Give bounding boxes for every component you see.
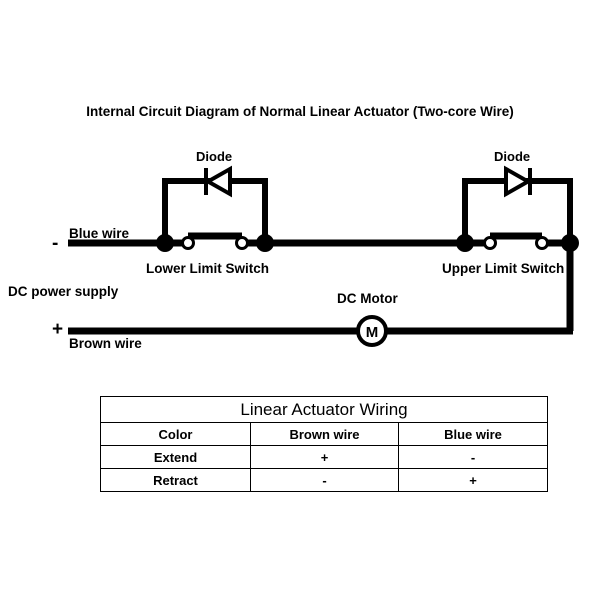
row-retract-blue: + xyxy=(397,468,549,492)
negative-terminal-sign: - xyxy=(52,233,59,254)
table-row: Retract - + xyxy=(100,468,549,492)
junction-dot-upper-left xyxy=(456,234,474,252)
dc-motor-letter: M xyxy=(366,324,379,341)
row-extend-label: Extend xyxy=(100,445,251,469)
upper-switch-contact-left xyxy=(483,236,497,250)
brown-wire-label: Brown wire xyxy=(69,336,142,351)
diode-right-label: Diode xyxy=(494,149,531,164)
table-title-row: Linear Actuator Wiring xyxy=(99,396,549,423)
table-header-brown-wire: Brown wire xyxy=(250,422,399,446)
page-title: Internal Circuit Diagram of Normal Linea… xyxy=(86,104,514,119)
lower-switch-contact-left xyxy=(181,236,195,250)
table-title: Linear Actuator Wiring xyxy=(99,396,549,423)
table-header-blue-wire: Blue wire xyxy=(397,422,549,446)
table-row: Extend + - xyxy=(100,445,549,469)
positive-terminal-sign: + xyxy=(52,319,64,340)
row-retract-label: Retract xyxy=(100,468,251,492)
junction-dot-lower-left xyxy=(156,234,174,252)
junction-dot-lower-right xyxy=(256,234,274,252)
lower-limit-switch-label: Lower Limit Switch xyxy=(146,261,270,276)
upper-switch-contact-right xyxy=(535,236,549,250)
table-header-row: Color Brown wire Blue wire xyxy=(100,422,549,446)
table-header-color: Color xyxy=(100,422,251,446)
row-retract-brown: - xyxy=(250,468,399,492)
dc-motor-label: DC Motor xyxy=(337,291,398,306)
diode-right-symbol xyxy=(504,165,533,198)
diode-left-label: Diode xyxy=(196,149,233,164)
row-extend-blue: - xyxy=(397,445,549,469)
upper-limit-switch-label: Upper Limit Switch xyxy=(442,261,565,276)
dc-power-supply-label: DC power supply xyxy=(8,284,119,299)
dc-motor-symbol xyxy=(356,315,388,347)
diode-left-symbol xyxy=(203,165,232,198)
blue-wire-label: Blue wire xyxy=(69,226,130,241)
row-extend-brown: + xyxy=(250,445,399,469)
linear-actuator-wiring-table: Linear Actuator Wiring Color Brown wire … xyxy=(99,396,549,492)
lower-switch-contact-right xyxy=(235,236,249,250)
